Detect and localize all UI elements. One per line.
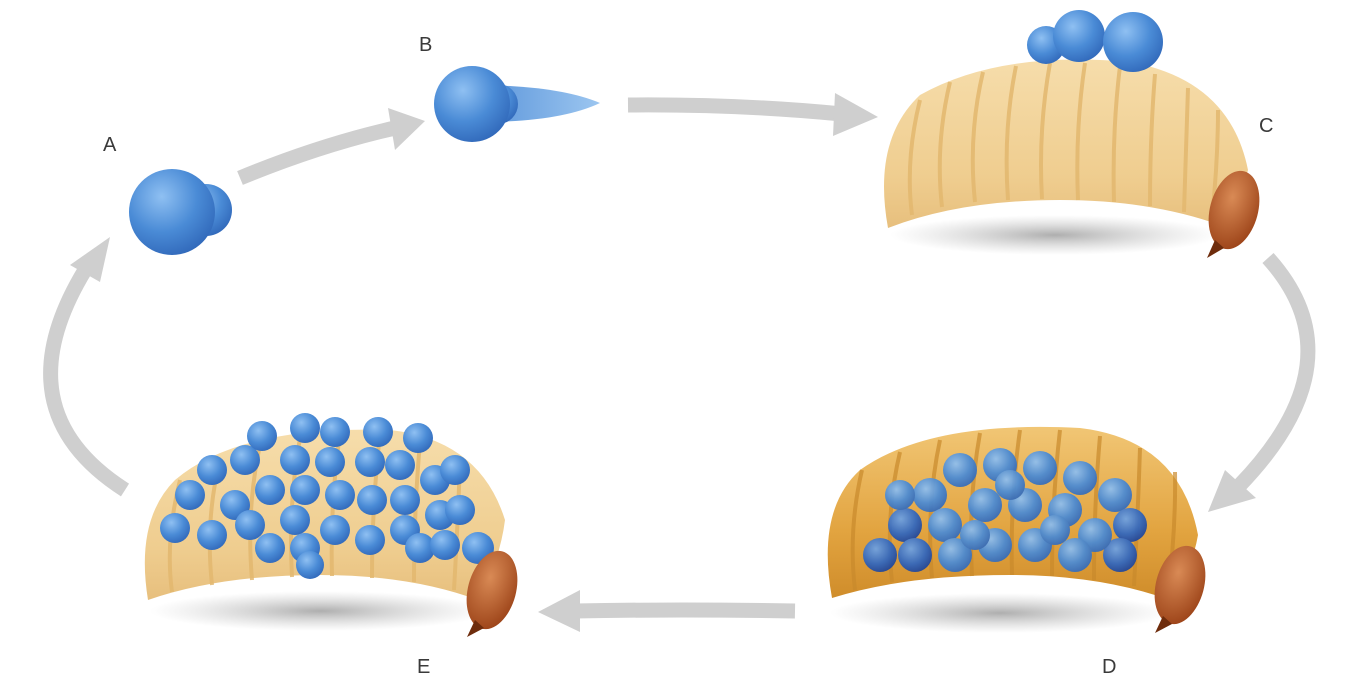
arrow-e-to-a (51, 237, 125, 490)
label-a: A (103, 134, 116, 157)
arrow-b-to-c (628, 93, 878, 136)
stage-c-larva (884, 10, 1268, 258)
arrow-d-to-e (538, 590, 795, 632)
label-c: C (1259, 115, 1273, 138)
stage-a-spore (129, 169, 232, 255)
arrow-c-to-d (1208, 258, 1308, 512)
stage-b-germinating-spore (434, 66, 600, 142)
stage-e-spore-covered-larva (145, 413, 526, 637)
label-b: B (419, 34, 432, 57)
label-e: E (417, 656, 430, 679)
label-d: D (1102, 656, 1116, 679)
stage-d-infected-larva (828, 427, 1214, 633)
arrow-a-to-b (240, 108, 425, 178)
